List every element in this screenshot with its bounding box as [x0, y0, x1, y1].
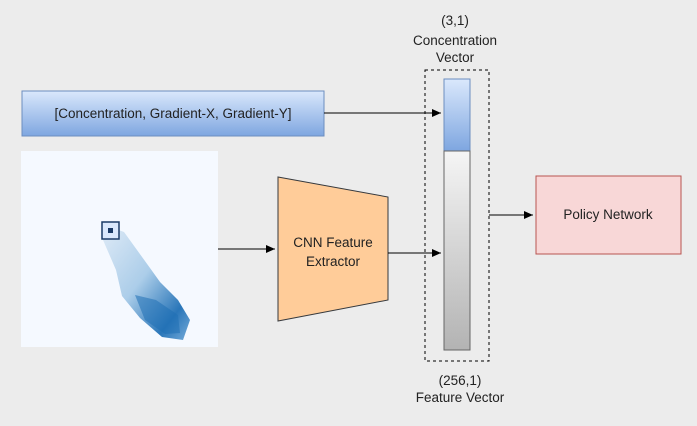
concentration-vector-title-line2: Vector [436, 50, 475, 65]
feature-vector-title: Feature Vector [416, 390, 505, 405]
cnn-feature-extractor: CNN Feature Extractor [277, 176, 389, 322]
concentration-vector-segment [443, 78, 471, 152]
cnn-label-line2: Extractor [306, 254, 361, 269]
combined-vector [424, 69, 490, 362]
gas-plume-core [135, 295, 180, 334]
policy-network-label: Policy Network [563, 207, 653, 222]
concentration-vector-dims: (3,1) [441, 13, 469, 28]
feature-vector-segment [443, 150, 471, 351]
input-vector-box: [Concentration, Gradient-X, Gradient-Y] [21, 90, 325, 137]
concentration-vector-title-line1: Concentration [413, 33, 497, 48]
concentration-map-image [21, 151, 218, 347]
cnn-label-line1: CNN Feature [293, 235, 373, 250]
combined-vector-dashed-border [424, 69, 490, 362]
input-vector-label: [Concentration, Gradient-X, Gradient-Y] [54, 106, 291, 121]
feature-vector-dims: (256,1) [439, 373, 482, 388]
agent-marker [101, 221, 120, 240]
policy-network: Policy Network [535, 175, 682, 255]
